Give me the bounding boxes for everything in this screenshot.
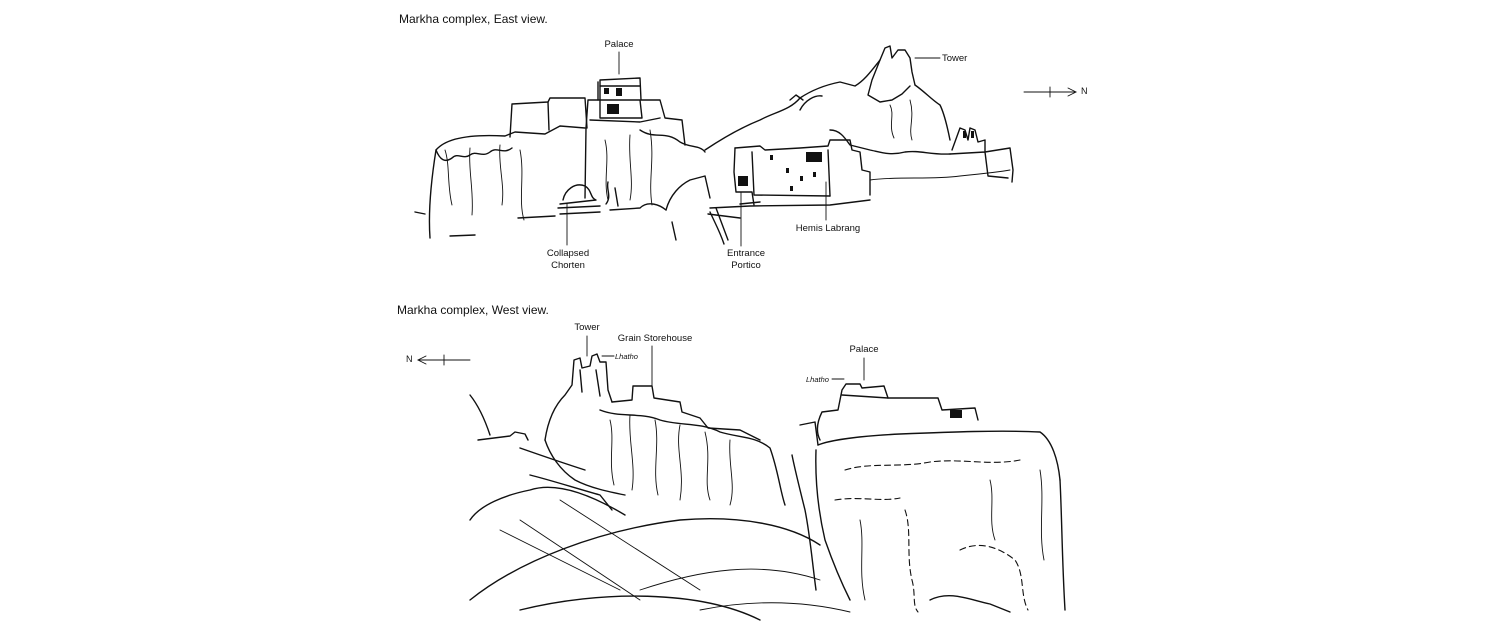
west-view-title: Markha complex, West view. xyxy=(397,303,549,317)
hemis-labrang-label: Hemis Labrang xyxy=(795,223,861,234)
entrance-portico-label: Entrance Portico xyxy=(726,248,766,271)
east-north-label: N xyxy=(1081,86,1088,96)
west-north-label: N xyxy=(406,354,413,364)
east-tower-label: Tower xyxy=(942,53,968,64)
west-lhatho-left-label: Lhatho xyxy=(615,352,638,361)
grain-storehouse-label: Grain Storehouse xyxy=(617,333,693,344)
west-tower-label: Tower xyxy=(574,322,600,333)
west-palace-label: Palace xyxy=(849,344,879,355)
west-lhatho-right-label: Lhatho xyxy=(806,375,829,384)
east-view-title: Markha complex, East view. xyxy=(399,12,548,26)
east-palace-label: Palace xyxy=(604,39,634,50)
collapsed-chorten-label: Collapsed Chorten xyxy=(546,248,590,271)
